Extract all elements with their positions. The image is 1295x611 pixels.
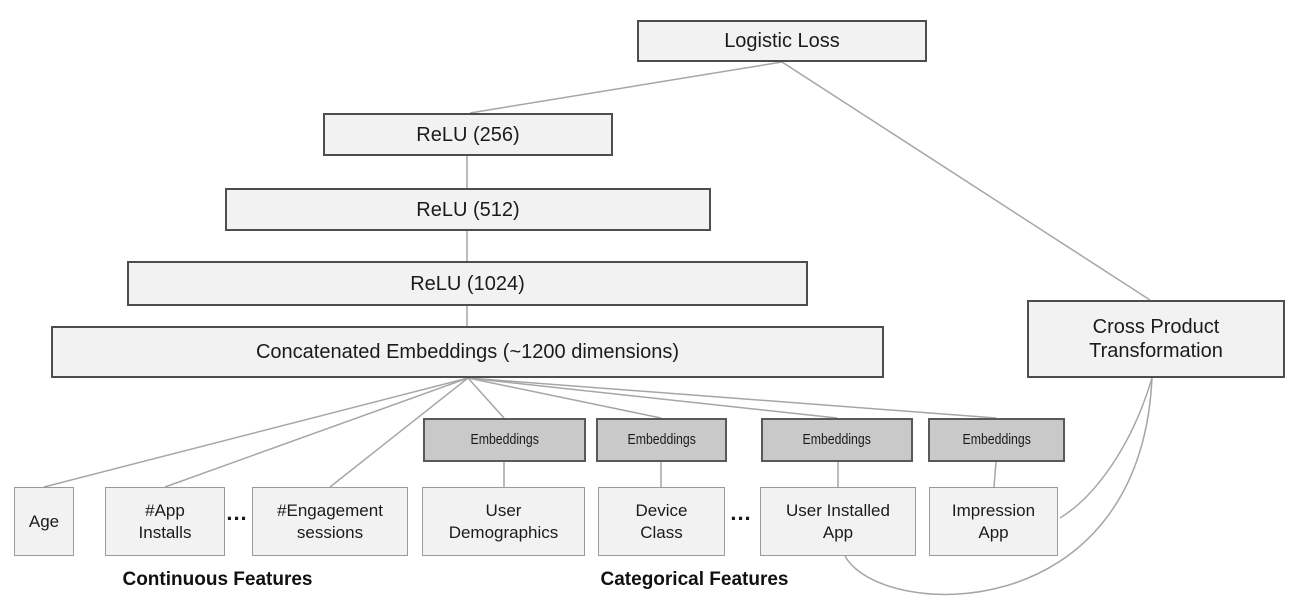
node-input-user-installed-app: User Installed App <box>760 487 916 556</box>
node-concatenated-embeddings: Concatenated Embeddings (~1200 dimension… <box>51 326 884 378</box>
node-input-engagement-sessions-label: #Engagement sessions <box>277 501 383 542</box>
edge-concat-emb2 <box>467 377 662 419</box>
ellipsis-categorical: ... <box>730 500 752 525</box>
node-relu-256: ReLU (256) <box>323 113 613 156</box>
edge-concat-emb3 <box>467 377 838 419</box>
node-input-impression-app-label: Impression App <box>951 501 1036 542</box>
node-relu-512-label: ReLU (512) <box>416 198 520 221</box>
node-cross-product-transformation: Cross Product Transformation <box>1027 300 1285 378</box>
node-input-impression-app: Impression App <box>929 487 1058 556</box>
edge-concat-app-installs <box>164 377 469 488</box>
node-relu-512: ReLU (512) <box>225 188 711 231</box>
curve-installed-app-crossproduct <box>844 377 1153 596</box>
edge-concat-emb1 <box>467 377 505 419</box>
edge-emb4-impression-app <box>993 461 997 488</box>
node-logistic-loss: Logistic Loss <box>637 20 927 62</box>
node-embeddings-impression-app: Embeddings <box>928 418 1065 462</box>
node-embeddings-user-installed-app: Embeddings <box>761 418 913 462</box>
node-logistic-loss-label: Logistic Loss <box>724 30 840 52</box>
embeddings-label: Embeddings <box>470 431 539 448</box>
node-relu-1024-label: ReLU (1024) <box>410 272 525 295</box>
node-input-app-installs: #App Installs <box>105 487 225 556</box>
group-label-categorical-features: Categorical Features <box>600 569 789 590</box>
embeddings-label: Embeddings <box>627 431 696 448</box>
node-input-user-demographics: User Demographics <box>422 487 585 556</box>
node-relu-1024: ReLU (1024) <box>127 261 808 306</box>
node-input-user-demographics-label: User Demographics <box>448 501 559 542</box>
edge-concat-age <box>43 377 469 488</box>
node-embeddings-device-class: Embeddings <box>596 418 727 462</box>
node-input-user-installed-app-label: User Installed App <box>786 501 890 542</box>
node-input-app-installs-label: #App Installs <box>138 501 192 542</box>
node-relu-256-label: ReLU (256) <box>416 123 520 146</box>
node-embeddings-user-demographics: Embeddings <box>423 418 586 462</box>
node-input-age: Age <box>14 487 74 556</box>
edge-concat-engagement <box>329 377 469 488</box>
ellipsis-continuous: ... <box>226 500 248 525</box>
node-input-age-label: Age <box>28 511 60 531</box>
edge-concat-emb4 <box>467 377 997 419</box>
node-input-device-class: Device Class <box>598 487 725 556</box>
edge-loss-crossproduct <box>781 61 1151 301</box>
curve-impression-app-crossproduct <box>1059 377 1153 519</box>
node-concatenated-embeddings-label: Concatenated Embeddings (~1200 dimension… <box>255 341 680 363</box>
node-input-device-class-label: Device Class <box>635 501 688 542</box>
node-cross-product-transformation-label: Cross Product Transformation <box>1089 316 1223 362</box>
group-label-continuous-features: Continuous Features <box>122 569 313 590</box>
node-input-engagement-sessions: #Engagement sessions <box>252 487 408 556</box>
embeddings-label: Embeddings <box>962 431 1031 448</box>
embeddings-label: Embeddings <box>802 431 872 448</box>
edge-loss-relu256 <box>469 61 783 114</box>
